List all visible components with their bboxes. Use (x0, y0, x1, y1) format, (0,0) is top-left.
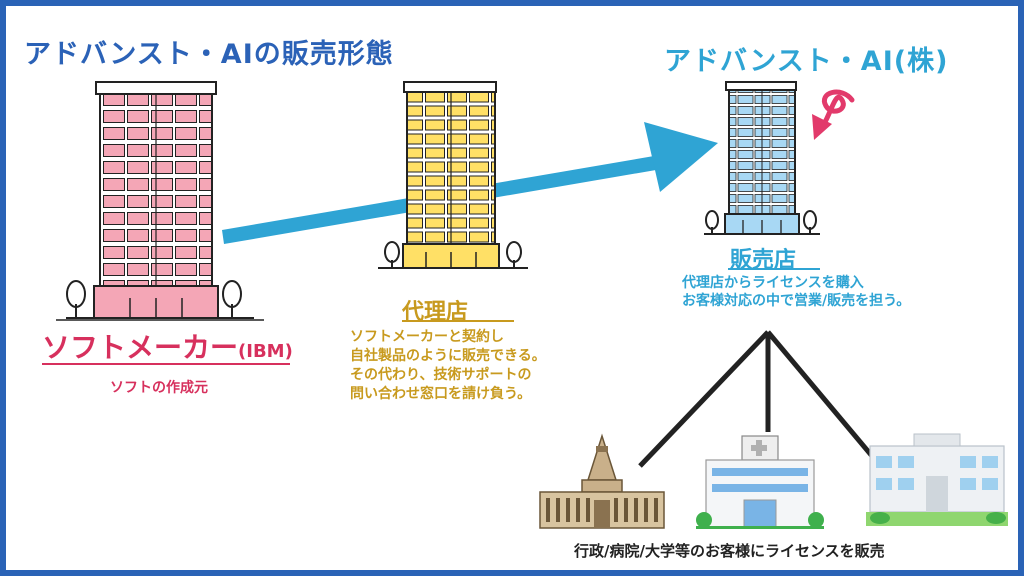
agency-description-line: ソフトメーカーと契約し (350, 329, 504, 345)
government-building-icon (539, 433, 665, 529)
hospital-icon (696, 435, 824, 529)
reseller-description-line: お客様対応の中で営業/販売を担う。 (682, 293, 911, 309)
agency-description-line: その代わり、技術サポートの (350, 367, 532, 383)
location-pointer-arrow-icon (812, 89, 855, 140)
tree-icon (66, 280, 86, 318)
software-maker-suffix: (IBM) (238, 341, 293, 362)
pink-office-tower-icon (56, 81, 264, 321)
agency-description-line: 自社製品のように販売できる。 (350, 348, 546, 364)
agency-description-line: 問い合わせ窓口を請け負う。 (350, 386, 532, 402)
software-maker-description: ソフトの作成元 (110, 380, 208, 396)
tree-icon (705, 210, 719, 234)
tree-icon (506, 241, 522, 268)
yellow-office-tower-icon (378, 81, 528, 269)
reseller-description: 代理店からライセンスを購入 お客様対応の中で営業/販売を担う。 (682, 274, 1002, 310)
software-maker-name: ソフトメーカー (42, 331, 239, 364)
agency-description: ソフトメーカーと契約し 自社製品のように販売できる。 その代わり、技術サポートの… (350, 328, 650, 404)
tree-icon (384, 241, 400, 268)
reseller-description-line: 代理店からライセンスを購入 (682, 275, 864, 291)
reseller-underline (728, 268, 820, 270)
school-building-icon (866, 433, 1008, 526)
agency-underline (402, 320, 514, 322)
customer-connector (638, 330, 874, 468)
diagram-canvas (56, 81, 1008, 529)
software-maker-label: ソフトメーカー(IBM) (42, 326, 293, 366)
software-maker-underline (42, 363, 290, 365)
company-title: アドバンスト・AI(株) (664, 46, 949, 77)
blue-office-tower-icon (704, 81, 820, 235)
customers-caption: 行政/病院/大学等のお客様にライセンスを販売 (574, 542, 885, 560)
tree-icon (803, 210, 817, 234)
page-title: アドバンスト・AIの販売形態 (24, 39, 394, 70)
tree-icon (222, 280, 242, 318)
